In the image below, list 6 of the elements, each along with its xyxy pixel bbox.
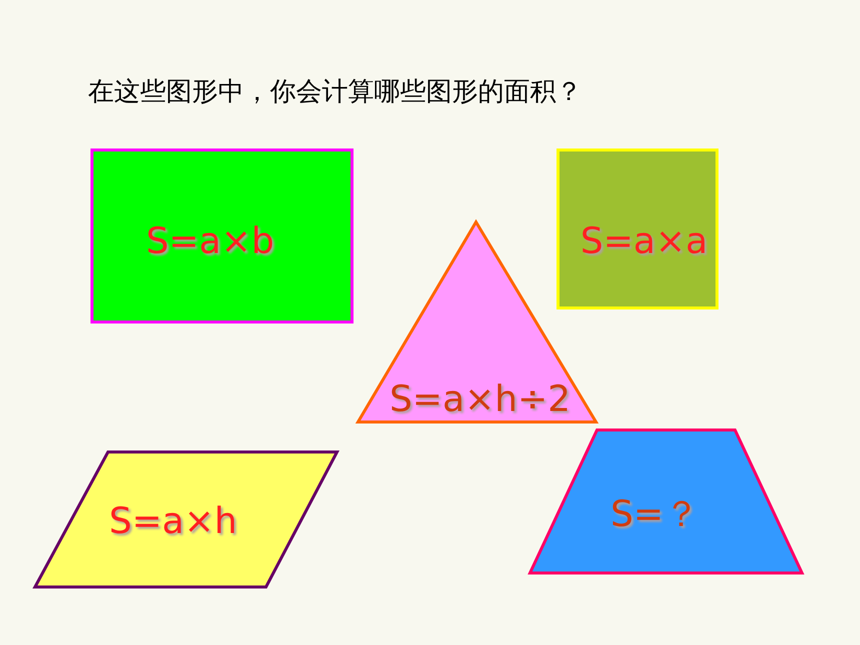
- question-heading: 在这些图形中，你会计算哪些图形的面积？: [88, 76, 582, 109]
- area-formula: S=a×h÷2: [389, 382, 571, 418]
- area-formula: S=a×h: [108, 504, 238, 540]
- area-formula: S=a×b: [146, 224, 274, 260]
- area-formula: S=a×a: [580, 224, 708, 260]
- area-formula: S=？: [610, 497, 700, 533]
